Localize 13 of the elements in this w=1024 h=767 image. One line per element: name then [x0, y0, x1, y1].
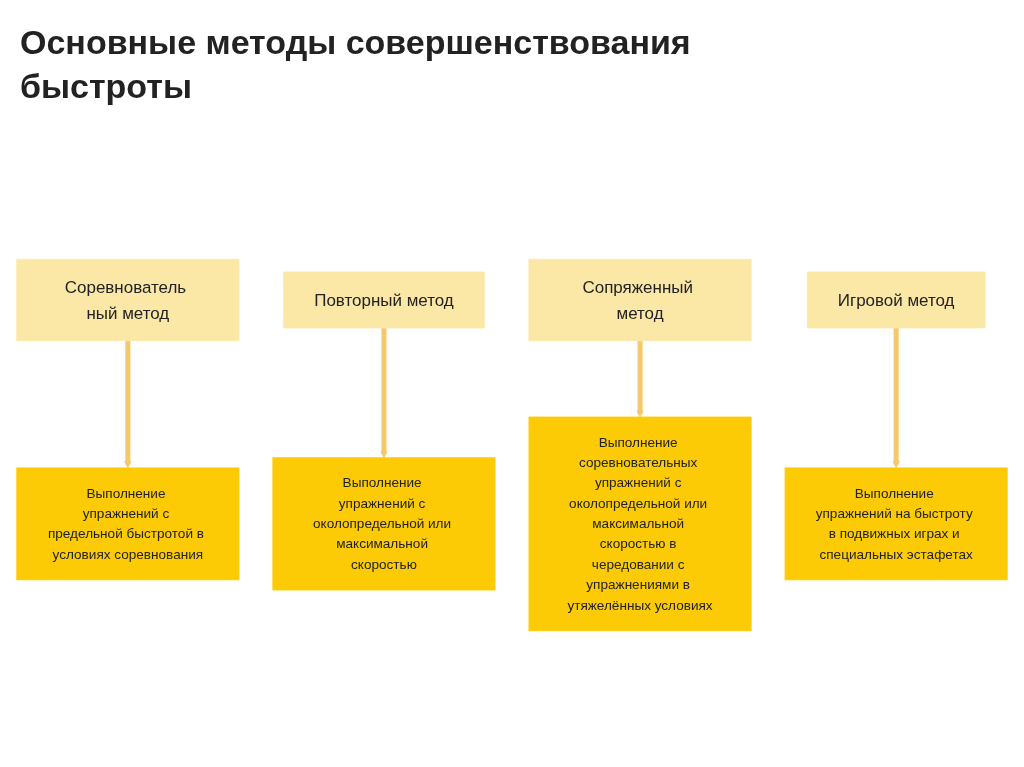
node-box: Выполнение соревновательных упражнений с околопредельной или максимальной скоростью в чередовании с упражнениями в утяжелённых условиях [528, 416, 752, 632]
node-box: Выполнение упражнений на быстроту в подвижных играх и специальных эстафетах [784, 467, 1008, 581]
node-box: Соревнователь ный метод [16, 258, 240, 342]
node-box: Сопряженный метод [528, 258, 752, 342]
arrow [124, 340, 132, 469]
title: Основные методы совершенствования быстроты [20, 22, 692, 108]
node-box: Выполнение упражнений с предельной быстротой в условиях соревнования [16, 467, 240, 581]
node-box: Игровой метод [806, 271, 986, 329]
node-box: Выполнение упражнений с околопредельной или максимальной скоростью [272, 457, 496, 591]
arrow [380, 328, 388, 459]
arrow [892, 328, 900, 469]
node-box: Повторный метод [283, 271, 485, 329]
arrow [636, 340, 644, 418]
